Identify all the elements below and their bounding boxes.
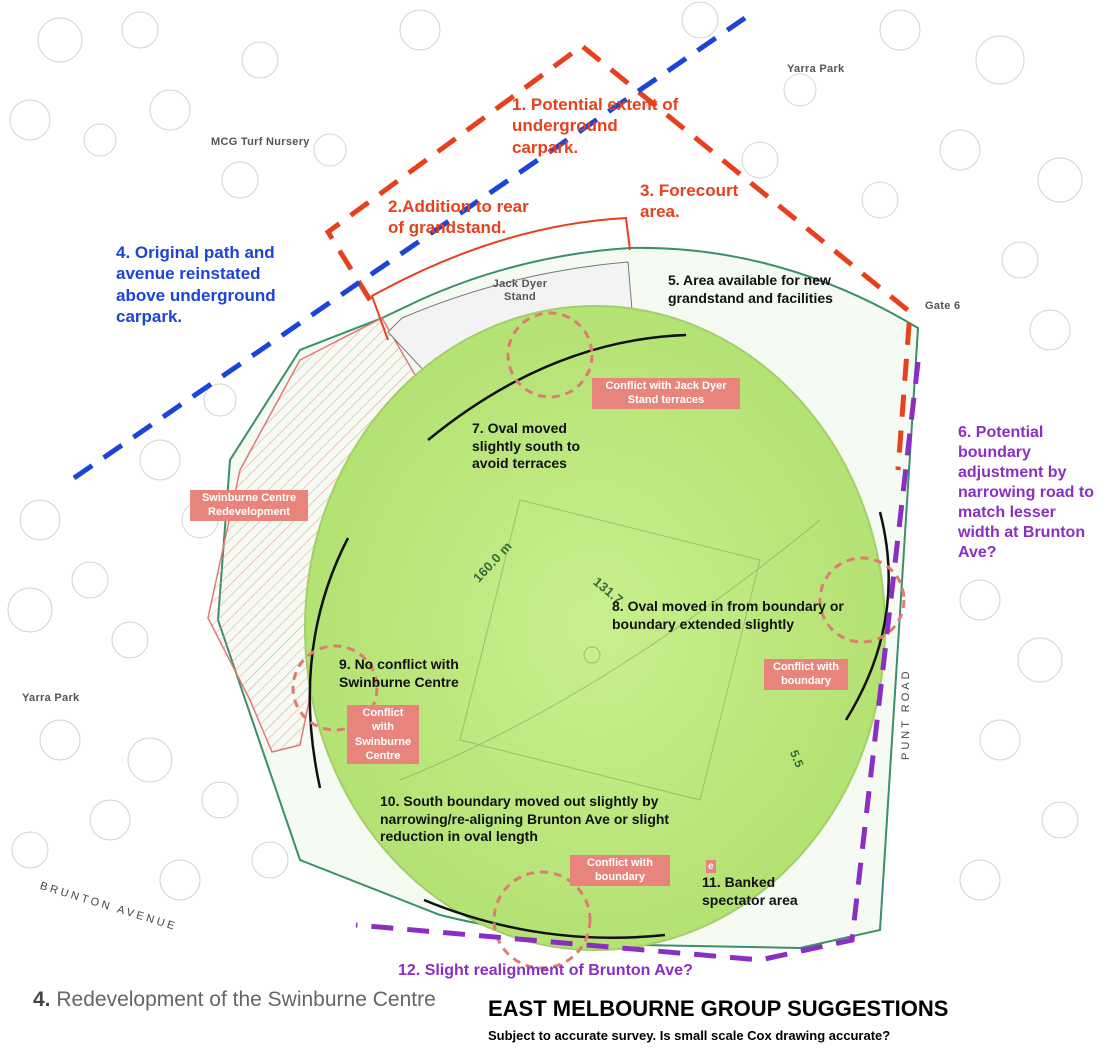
annotation-6-boundary-adjustment: 6. Potential boundary adjustment by narr… bbox=[958, 424, 1094, 561]
annotation-8-oval-moved-in: 8. Oval moved in from boundary or bounda… bbox=[612, 598, 844, 632]
annotation-10-south-boundary: 10. South boundary moved out slightly by… bbox=[380, 793, 670, 844]
annotation-12-brunton-realignment: 12. Slight realignment of Brunton Ave? bbox=[398, 962, 693, 979]
annotation-4-original-path: 4. Original path and avenue reinstated a… bbox=[116, 243, 276, 326]
annotation-11-banked-area: 11. Banked spectator area bbox=[702, 874, 798, 908]
figure-caption-text: Redevelopment of the Swinburne Centre bbox=[56, 988, 436, 1011]
place-gate-6: Gate 6 bbox=[925, 300, 961, 312]
page-title: EAST MELBOURNE GROUP SUGGESTIONS bbox=[488, 996, 949, 1021]
tag-conflict-jack-dyer: Conflict with Jack Dyer Stand terraces bbox=[592, 378, 740, 409]
tag-conflict-swinburne: Conflict with Swinburne Centre bbox=[347, 705, 419, 765]
place-jack-dyer-stand: Jack Dyer Stand bbox=[492, 278, 548, 304]
road-punt-road: PUNT ROAD bbox=[900, 668, 912, 760]
annotation-9-swinburne: 9. No conflict with Swinburne Centre bbox=[339, 656, 459, 690]
original-path-blue-dash bbox=[72, 15, 747, 481]
site-plan-map bbox=[7, 1, 1083, 970]
place-yarra-park-west: Yarra Park bbox=[22, 692, 80, 704]
annotation-2-grandstand-addition: 2.Addition to rear of grandstand. bbox=[388, 197, 529, 238]
annotation-3-forecourt: 3. Forecourt area. bbox=[640, 181, 739, 222]
tag-conflict-boundary-east: Conflict with boundary bbox=[764, 659, 848, 690]
annotation-5-new-grandstand: 5. Area available for new grandstand and… bbox=[668, 272, 833, 306]
oval-playing-field bbox=[304, 305, 886, 951]
tree-canopy-group bbox=[7, 1, 1083, 901]
centre-square-lines bbox=[399, 499, 821, 801]
figure-number: 4. bbox=[33, 988, 51, 1011]
boundary-adjustment-purple-dash bbox=[355, 361, 921, 963]
grandstand-addition-red-line bbox=[370, 216, 631, 341]
carpark-extent-red-dash bbox=[324, 42, 913, 471]
small-tag-fragment: e bbox=[706, 860, 716, 873]
annotation-7-oval-south: 7. Oval moved slightly south to avoid te… bbox=[472, 420, 581, 471]
tag-swinburne-redevelopment: Swinburne Centre Redevelopment bbox=[190, 490, 308, 521]
place-yarra-park-north: Yarra Park bbox=[787, 63, 845, 75]
movement-arcs bbox=[308, 333, 890, 939]
figure-caption: 4. Redevelopment of the Swinburne Centre bbox=[33, 985, 493, 1015]
annotation-1-carpark: 1. Potential extent of underground carpa… bbox=[512, 95, 679, 157]
page-subtitle: Subject to accurate survey. Is small sca… bbox=[488, 1028, 891, 1043]
tag-conflict-boundary-south: Conflict with boundary bbox=[570, 855, 670, 886]
place-mcg-turf-nursery: MCG Turf Nursery bbox=[211, 136, 310, 148]
conflict-circles bbox=[291, 311, 906, 970]
